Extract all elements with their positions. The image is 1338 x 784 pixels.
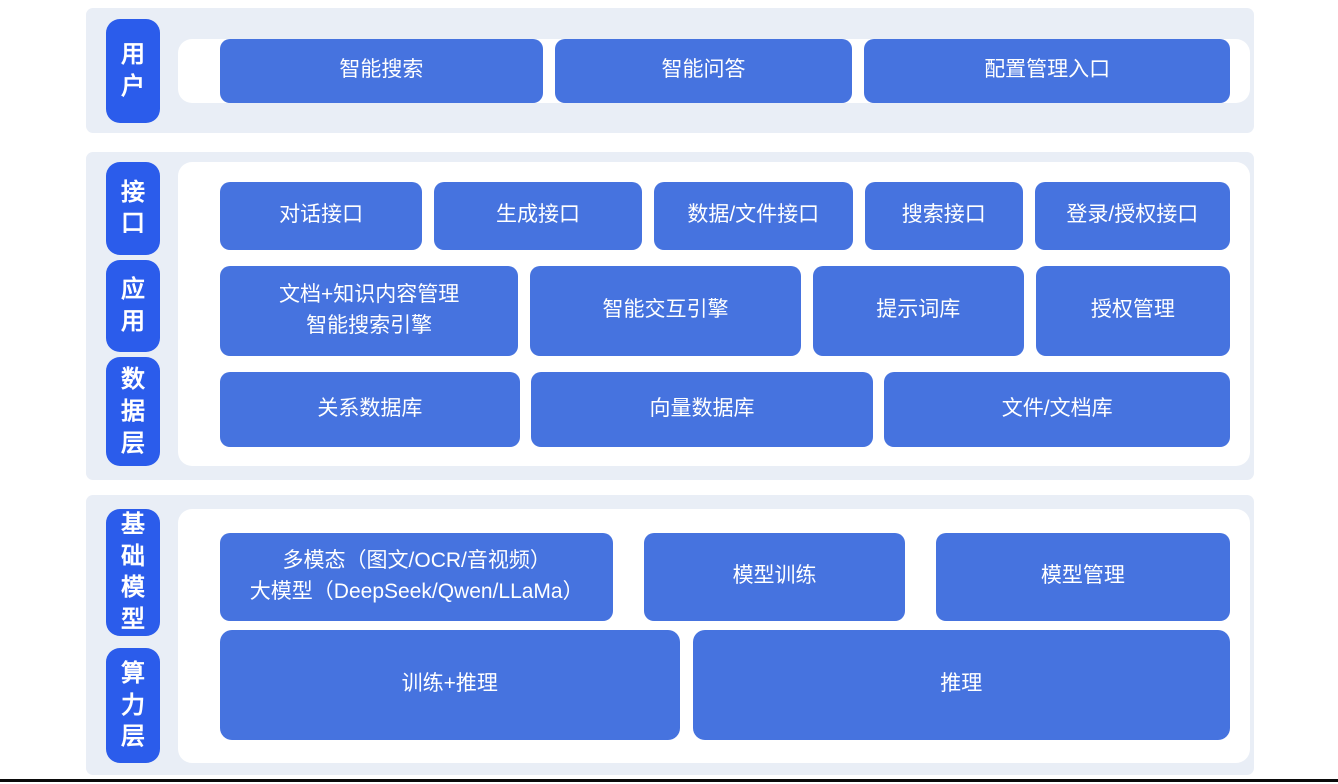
block-vector-db-label: 向量数据库 [649, 396, 755, 420]
block-doc-knowledge-line2: 智能搜索引擎 [306, 313, 433, 337]
block-prompt-library: 提示词库 [812, 265, 1024, 356]
layer-label-compute: 算力层 [106, 647, 160, 763]
user-layer-panel: 用户 智能搜索 智能问答 配置管理入口 [86, 8, 1254, 133]
block-inference-label: 推理 [940, 672, 983, 696]
layer-label-foundation-model: 基础模型 [106, 509, 160, 636]
block-model-training-label: 模型训练 [732, 564, 817, 588]
block-config-management-entry-label: 配置管理入口 [984, 58, 1111, 82]
block-inference: 推理 [692, 629, 1230, 740]
block-search-api-label: 搜索接口 [901, 203, 986, 227]
layer-label-application: 应用 [106, 259, 160, 353]
block-file-doc-store-label: 文件/文档库 [1001, 396, 1113, 420]
block-auth-management: 授权管理 [1035, 265, 1231, 356]
layer-label-user: 用户 [106, 18, 160, 123]
block-multimodal-llm: 多模态（图文/OCR/音视频） 大模型（DeepSeek/Qwen/LLaMa） [220, 532, 614, 621]
compute-row: 训练+推理 推理 [220, 629, 1230, 740]
block-smart-search-label: 智能搜索 [339, 58, 424, 82]
foundation-layers-label-column: 基础模型 算力层 [106, 509, 160, 763]
block-smart-qa: 智能问答 [554, 38, 853, 103]
block-interaction-engine: 智能交互引擎 [530, 265, 801, 356]
user-layer-row: 智能搜索 智能问答 配置管理入口 [220, 38, 1230, 103]
middle-layers-card: 对话接口 生成接口 数据/文件接口 搜索接口 登录/授权接口 文档+知识内容管理 [178, 162, 1250, 466]
block-config-management-entry: 配置管理入口 [864, 38, 1230, 103]
layer-label-foundation-model-text: 基础模型 [121, 511, 145, 634]
block-doc-knowledge-search-engine: 文档+知识内容管理 智能搜索引擎 [220, 265, 519, 356]
layer-label-interface: 接口 [106, 162, 160, 255]
block-login-auth-api-label: 登录/授权接口 [1066, 203, 1199, 227]
block-smart-search: 智能搜索 [220, 38, 543, 103]
block-generation-api: 生成接口 [434, 181, 642, 250]
block-login-auth-api: 登录/授权接口 [1034, 181, 1230, 250]
block-dialog-api-label: 对话接口 [279, 203, 364, 227]
block-auth-management-label: 授权管理 [1090, 298, 1175, 322]
layer-label-interface-text: 接口 [121, 178, 145, 238]
block-data-file-api-label: 数据/文件接口 [687, 203, 820, 227]
block-interaction-engine-label: 智能交互引擎 [602, 298, 729, 322]
middle-layers-label-column: 接口 应用 数据层 [106, 162, 160, 466]
block-multimodal-llm-line1: 多模态（图文/OCR/音视频） [282, 549, 551, 573]
layer-label-application-text: 应用 [121, 276, 145, 336]
block-model-management-label: 模型管理 [1040, 564, 1125, 588]
block-file-doc-store: 文件/文档库 [884, 371, 1231, 447]
block-generation-api-label: 生成接口 [495, 203, 580, 227]
block-doc-knowledge-line1: 文档+知识内容管理 [279, 283, 460, 307]
block-prompt-library-label: 提示词库 [876, 298, 961, 322]
layer-label-data: 数据层 [106, 357, 160, 466]
block-model-management: 模型管理 [935, 532, 1231, 621]
user-layer-card: 智能搜索 智能问答 配置管理入口 [178, 38, 1250, 103]
model-row: 多模态（图文/OCR/音视频） 大模型（DeepSeek/Qwen/LLaMa）… [220, 532, 1231, 621]
block-training-inference-label: 训练+推理 [401, 672, 498, 696]
middle-layers-panel: 接口 应用 数据层 对话接口 生成接口 数据/文件接口 [86, 152, 1254, 480]
block-relational-db: 关系数据库 [220, 371, 520, 447]
block-smart-qa-label: 智能问答 [661, 58, 746, 82]
block-dialog-api: 对话接口 [220, 181, 423, 250]
block-data-file-api: 数据/文件接口 [653, 181, 853, 250]
architecture-diagram: 用户 智能搜索 智能问答 配置管理入口 接口 应用 [86, 8, 1254, 775]
user-layer-label-column: 用户 [106, 18, 160, 123]
block-model-training: 模型训练 [644, 532, 905, 621]
block-training-inference: 训练+推理 [220, 629, 680, 740]
layer-label-data-text: 数据层 [121, 366, 145, 457]
block-multimodal-llm-line2: 大模型（DeepSeek/Qwen/LLaMa） [249, 579, 584, 603]
foundation-layers-card: 多模态（图文/OCR/音视频） 大模型（DeepSeek/Qwen/LLaMa）… [178, 509, 1250, 763]
layer-label-user-text: 用户 [121, 40, 145, 100]
application-row: 文档+知识内容管理 智能搜索引擎 智能交互引擎 提示词库 授权管理 [220, 265, 1231, 356]
foundation-layers-panel: 基础模型 算力层 多模态（图文/OCR/音视频） 大模型（DeepSeek/Qw… [86, 495, 1254, 775]
data-row: 关系数据库 向量数据库 文件/文档库 [220, 371, 1231, 447]
block-vector-db: 向量数据库 [530, 371, 874, 447]
interface-row: 对话接口 生成接口 数据/文件接口 搜索接口 登录/授权接口 [220, 181, 1230, 250]
block-relational-db-label: 关系数据库 [317, 396, 423, 420]
layer-label-compute-text: 算力层 [121, 659, 145, 751]
bottom-rule [0, 779, 1338, 782]
block-search-api: 搜索接口 [864, 181, 1023, 250]
